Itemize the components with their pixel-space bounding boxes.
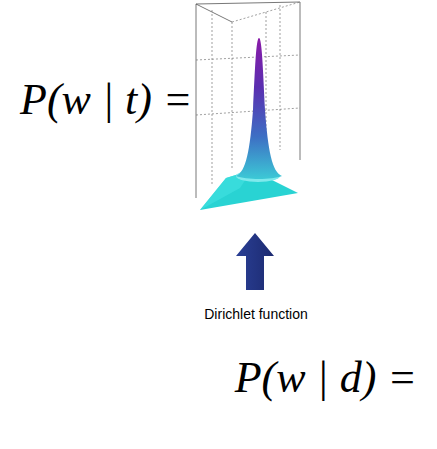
formula-text: P(w | d) = <box>235 356 417 400</box>
caption-label: Dirichlet function <box>204 306 308 323</box>
formula-text: P(w | t) = <box>20 78 193 122</box>
